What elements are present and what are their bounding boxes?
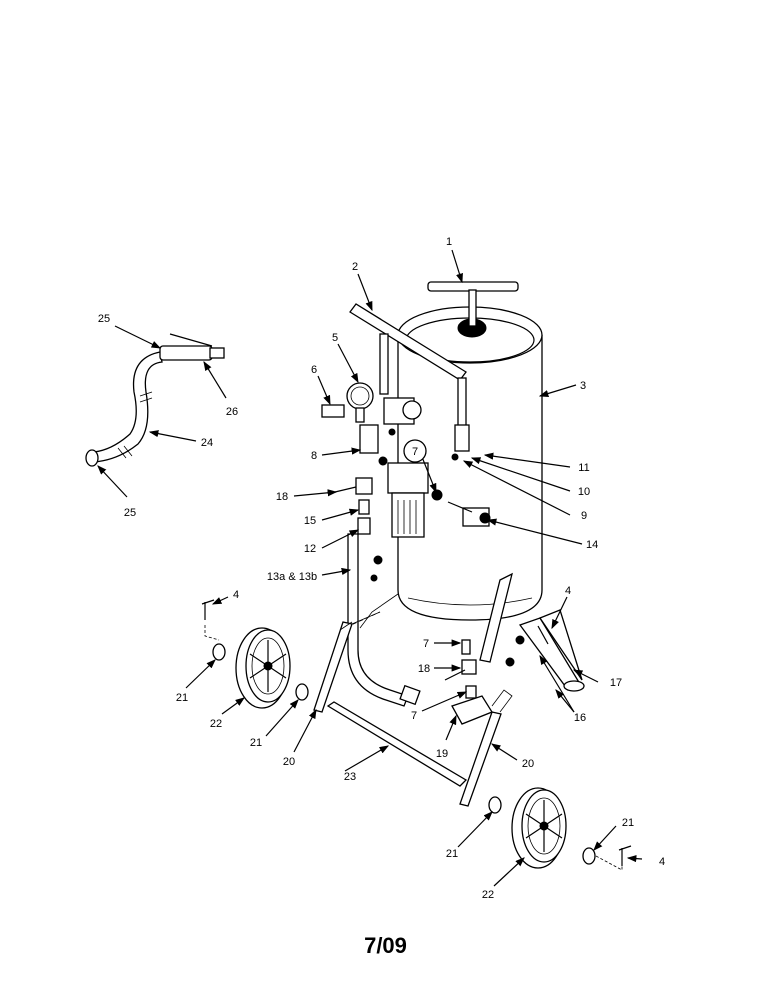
- callout-7-low: 7: [411, 710, 417, 722]
- leader-lines: [97, 249, 643, 887]
- callout-8: 8: [311, 450, 317, 462]
- callout-16: 16: [574, 712, 586, 724]
- callout-7-circled: 7: [412, 446, 418, 458]
- callout-20-right: 20: [522, 758, 534, 770]
- callout-18-lower: 18: [418, 663, 430, 675]
- callout-19: 19: [436, 748, 448, 760]
- callout-21-a: 21: [176, 692, 188, 704]
- callout-21-b: 21: [250, 737, 262, 749]
- sand-hose: [347, 533, 421, 707]
- revision-date: 7/09: [364, 933, 407, 958]
- callout-5: 5: [332, 332, 338, 344]
- callout-23: 23: [344, 771, 356, 783]
- callout-labels: 1 2 3 4 4 5 6 7 7 7 8 9 10 11 12 13a & 1…: [98, 236, 665, 901]
- mixing-valve: [444, 639, 513, 725]
- callout-9: 9: [581, 510, 587, 522]
- callout-25-bottom: 25: [124, 507, 136, 519]
- callout-20-left: 20: [283, 756, 295, 768]
- callout-21-d: 21: [622, 817, 634, 829]
- t-handle: [427, 281, 519, 327]
- callout-22-right: 22: [482, 889, 494, 901]
- gauge-assembly: [321, 382, 422, 466]
- callout-10: 10: [578, 486, 590, 498]
- callout-11: 11: [578, 462, 589, 474]
- callout-17: 17: [610, 677, 622, 689]
- tank-handle: [349, 303, 470, 461]
- callout-13a-13b: 13a & 13b: [267, 571, 317, 583]
- callout-6: 6: [311, 364, 317, 376]
- callout-4-bottom-right: 4: [659, 856, 665, 868]
- washers: [212, 643, 596, 865]
- fittings-left: [334, 477, 373, 535]
- moisture-filter: [387, 462, 443, 538]
- callout-25-top: 25: [98, 313, 110, 325]
- callout-4-left: 4: [233, 589, 239, 601]
- callout-1: 1: [446, 236, 452, 248]
- ball-valve: [447, 501, 491, 527]
- callout-15: 15: [304, 515, 316, 527]
- wheel-left: [235, 627, 291, 709]
- callout-24: 24: [201, 437, 213, 449]
- tank-legs: [339, 572, 585, 692]
- callout-2: 2: [352, 261, 358, 273]
- callout-3: 3: [580, 380, 586, 392]
- wheel-right: [511, 787, 567, 869]
- callout-21-c: 21: [446, 848, 458, 860]
- callout-12: 12: [304, 543, 316, 555]
- axle-frame: [313, 611, 502, 807]
- callout-18-upper: 18: [276, 491, 288, 503]
- callout-22-left: 22: [210, 718, 222, 730]
- callout-4-right: 4: [565, 585, 571, 597]
- callout-7-circle: [403, 439, 427, 463]
- callout-26: 26: [226, 406, 238, 418]
- callout-14: 14: [586, 539, 598, 551]
- callout-7-mid: 7: [423, 638, 429, 650]
- blast-hose-and-gun: [85, 333, 225, 467]
